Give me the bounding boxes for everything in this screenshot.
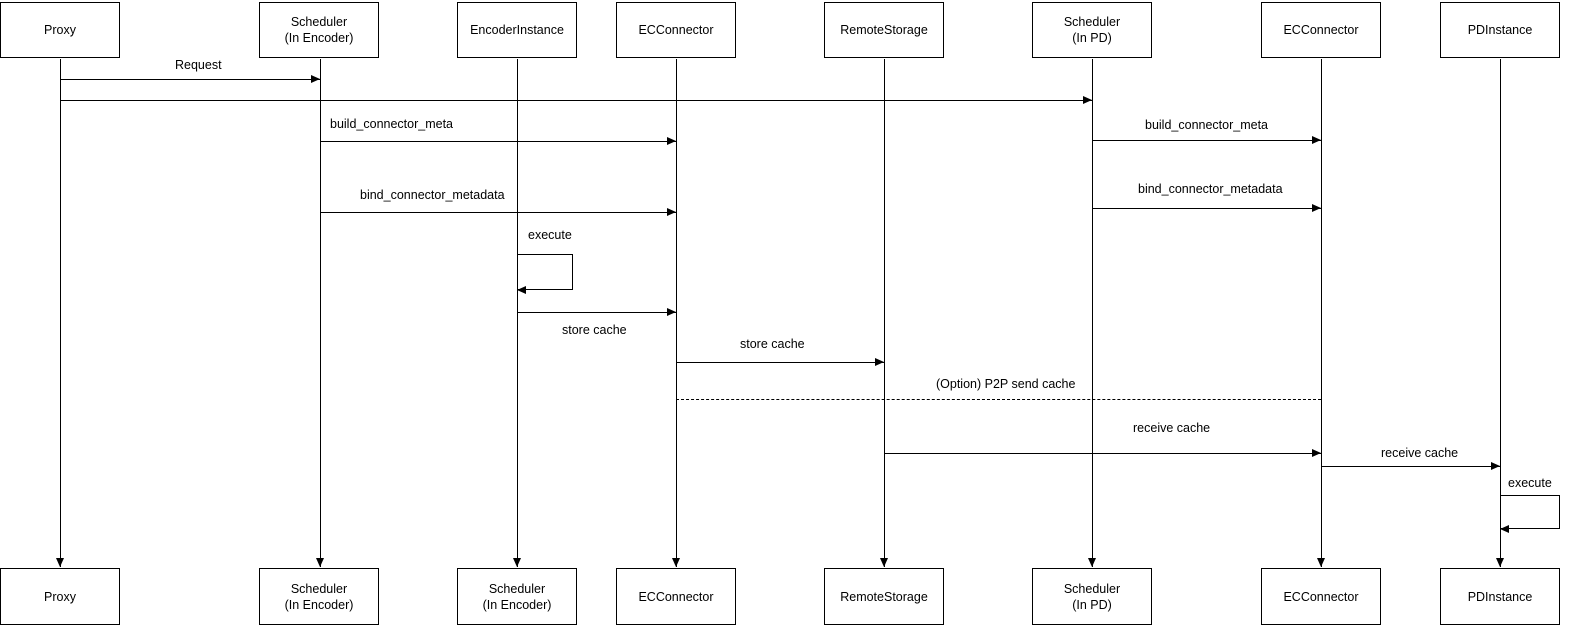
message-label-m8: store cache <box>740 337 805 351</box>
message-line-m9 <box>676 399 1321 400</box>
message-arrowhead-m6 <box>1312 204 1321 212</box>
participant-box-bottom-sched_enc[interactable]: Scheduler(In Encoder) <box>259 568 379 625</box>
lifeline-arrowhead-encoder_inst <box>513 558 521 567</box>
lifeline-arrowhead-proxy <box>56 558 64 567</box>
message-line-m6 <box>1092 208 1321 209</box>
message-line-m10 <box>884 453 1321 454</box>
lifeline-arrowhead-remote_store <box>880 558 888 567</box>
lifeline-arrowhead-pd_instance <box>1496 558 1504 567</box>
participant-label: RemoteStorage <box>840 589 928 604</box>
message-arrowhead-m10 <box>1312 449 1321 457</box>
participant-label: RemoteStorage <box>840 23 928 37</box>
lifeline-encoder_inst <box>517 59 518 567</box>
participant-box-top-ec_conn_left[interactable]: ECConnector <box>616 2 736 58</box>
participant-box-bottom-ec_conn_left[interactable]: ECConnector <box>616 568 736 625</box>
participant-box-top-ec_conn_right[interactable]: ECConnector <box>1261 2 1381 58</box>
lifeline-arrowhead-sched_pd <box>1088 558 1096 567</box>
message-line-m8 <box>676 362 884 363</box>
participant-label: Scheduler <box>290 581 348 596</box>
message-label-m5: bind_connector_metadata <box>360 188 505 202</box>
participant-box-top-remote_store[interactable]: RemoteStorage <box>824 2 944 58</box>
message-arrowhead-m7 <box>667 308 676 316</box>
participant-label: Proxy <box>44 589 76 604</box>
self-message-arrowhead-s2 <box>1500 525 1509 533</box>
participant-label: Scheduler <box>1063 15 1121 29</box>
participant-box-bottom-ec_conn_right[interactable]: ECConnector <box>1261 568 1381 625</box>
participant-label: Scheduler <box>290 15 348 29</box>
lifeline-arrowhead-ec_conn_left <box>672 558 680 567</box>
participant-box-bottom-pd_instance[interactable]: PDInstance <box>1440 568 1560 625</box>
participant-label: Scheduler <box>1063 581 1121 596</box>
message-arrowhead-m1 <box>311 75 320 83</box>
participant-box-top-sched_pd[interactable]: Scheduler (In PD) <box>1032 2 1152 58</box>
participant-box-top-sched_enc[interactable]: Scheduler (In Encoder) <box>259 2 379 58</box>
message-label-m6: bind_connector_metadata <box>1138 182 1283 196</box>
message-line-m5 <box>320 212 676 213</box>
participant-sublabel: (In Encoder) <box>482 597 552 612</box>
participant-label: ECConnector <box>638 23 714 37</box>
participant-label: ECConnector <box>638 589 714 604</box>
message-line-m3 <box>320 141 676 142</box>
message-arrowhead-m2 <box>1083 96 1092 104</box>
self-message-arrowhead-s1 <box>517 286 526 294</box>
participant-label: ECConnector <box>1283 23 1359 37</box>
lifeline-proxy <box>60 59 61 567</box>
participant-box-top-proxy[interactable]: Proxy <box>0 2 120 58</box>
message-label-m1: Request <box>175 58 222 72</box>
participant-box-bottom-sched_pd[interactable]: Scheduler(In PD) <box>1032 568 1152 625</box>
self-message-loop-s2 <box>1500 495 1560 529</box>
participant-sublabel: (In Encoder) <box>284 31 354 45</box>
lifeline-pd_instance <box>1500 59 1501 567</box>
message-label-m4: build_connector_meta <box>1145 118 1268 132</box>
participant-box-top-pd_instance[interactable]: PDInstance <box>1440 2 1560 58</box>
lifeline-arrowhead-ec_conn_right <box>1317 558 1325 567</box>
message-line-m11 <box>1321 466 1500 467</box>
message-label-m11: receive cache <box>1381 446 1459 460</box>
participant-sublabel: (In PD) <box>1072 31 1112 45</box>
participant-label: Proxy <box>44 23 76 37</box>
participant-label: ECConnector <box>1283 589 1359 604</box>
message-label-m3: build_connector_meta <box>330 117 453 131</box>
message-line-m2 <box>60 100 1092 101</box>
self-message-label-s1: execute <box>528 228 572 242</box>
lifeline-ec_conn_left <box>676 59 677 567</box>
message-arrowhead-m11 <box>1491 462 1500 470</box>
message-arrowhead-m3 <box>667 137 676 145</box>
participant-box-bottom-remote_store[interactable]: RemoteStorage <box>824 568 944 625</box>
participant-box-top-encoder_inst[interactable]: EncoderInstance <box>457 2 577 58</box>
self-message-loop-s1 <box>517 254 573 290</box>
lifeline-arrowhead-sched_enc <box>316 558 324 567</box>
participant-label: Scheduler <box>488 581 546 596</box>
message-arrowhead-m5 <box>667 208 676 216</box>
lifeline-sched_enc <box>320 59 321 567</box>
participant-label: EncoderInstance <box>470 23 564 37</box>
participant-sublabel: (In Encoder) <box>284 597 354 612</box>
message-line-m4 <box>1092 140 1321 141</box>
participant-label: PDInstance <box>1467 23 1533 37</box>
message-line-m7 <box>517 312 676 313</box>
participant-label: PDInstance <box>1467 589 1533 604</box>
lifeline-ec_conn_right <box>1321 59 1322 567</box>
message-arrowhead-m8 <box>875 358 884 366</box>
participant-box-bottom-encoder_inst[interactable]: Scheduler(In Encoder) <box>457 568 577 625</box>
message-label-m9: (Option) P2P send cache <box>936 377 1076 391</box>
message-line-m1 <box>60 79 320 80</box>
participant-sublabel: (In PD) <box>1072 597 1112 612</box>
lifeline-remote_store <box>884 59 885 567</box>
participant-box-bottom-proxy[interactable]: Proxy <box>0 568 120 625</box>
message-label-m10: receive cache <box>1133 421 1211 435</box>
lifeline-sched_pd <box>1092 59 1093 567</box>
self-message-label-s2: execute <box>1508 476 1552 490</box>
message-label-m7: store cache <box>562 323 627 337</box>
message-arrowhead-m4 <box>1312 136 1321 144</box>
